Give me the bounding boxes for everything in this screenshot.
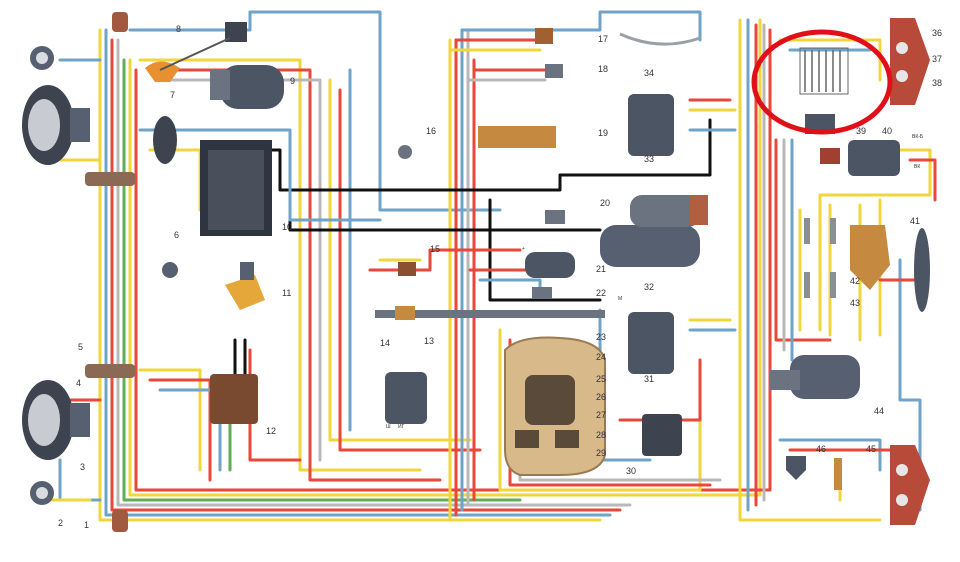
- headlamp-left-lower: [22, 380, 90, 460]
- relay-12: [210, 374, 258, 424]
- label-33: 33: [644, 154, 654, 164]
- label-32: 32: [644, 282, 654, 292]
- label-2: 2: [58, 518, 63, 528]
- label-43: 43: [850, 298, 860, 308]
- label-20: 20: [600, 198, 610, 208]
- label-6: 6: [174, 230, 179, 240]
- generator-9: [210, 65, 284, 109]
- sensor-46: [786, 456, 806, 480]
- label-12: 12: [266, 426, 276, 436]
- label-42: 42: [850, 276, 860, 286]
- relay-15: [398, 262, 416, 276]
- horn-top: [112, 12, 128, 32]
- terminal-plus: +: [522, 246, 525, 252]
- dipped-relay-6: [162, 262, 178, 278]
- terminal-sh: Ш: [386, 424, 391, 430]
- label-4: 4: [76, 378, 81, 388]
- horn-bottom: [112, 510, 128, 532]
- regulator-13: [385, 372, 427, 424]
- fuse-strip-35: [799, 47, 849, 95]
- sidelight-left-bottom: [30, 481, 54, 505]
- junction-block-left-1: [85, 172, 135, 186]
- junction-block-left-2: [85, 364, 135, 378]
- label-40: 40: [882, 126, 892, 136]
- label-44: 44: [874, 406, 884, 416]
- label-27: 27: [596, 410, 606, 420]
- label-30: 30: [626, 466, 636, 476]
- highlight-circle: [751, 29, 893, 135]
- label-3: 3: [80, 462, 85, 472]
- fuse-box-10: [200, 140, 272, 236]
- label-39: 39: [856, 126, 866, 136]
- label-46: 46: [816, 444, 826, 454]
- ignition-coil-11: [225, 262, 265, 310]
- headlamp-left-upper: [22, 85, 90, 165]
- wiper-34: [619, 32, 701, 46]
- label-41: 41: [910, 216, 920, 226]
- label-9: 9: [290, 76, 295, 86]
- label-19: 19: [598, 128, 608, 138]
- wire-harness: [48, 10, 937, 522]
- tail-lamp-right-lower: [890, 445, 930, 525]
- label-10: 10: [282, 222, 292, 232]
- label-18: 18: [598, 64, 608, 74]
- wiper-motor: [153, 116, 177, 164]
- socket-16: [398, 145, 412, 159]
- label-36: 36: [932, 28, 942, 38]
- washer-bottle-8: [145, 22, 247, 82]
- terminal-vk: ВК: [914, 164, 920, 170]
- label-21: 21: [596, 264, 606, 274]
- label-17: 17: [598, 34, 608, 44]
- distributor-42: [850, 225, 890, 290]
- label-7: 7: [170, 90, 175, 100]
- terminal-labels: ВК-Б ВК ИГ М Ш +: [386, 134, 924, 430]
- terminal-m: М: [618, 296, 622, 302]
- number-labels: 1 2 3 4 5 6 7 8 9 10 11 12 13 14 15 16 1…: [58, 24, 942, 530]
- label-11: 11: [282, 288, 291, 298]
- label-23: 23: [596, 332, 606, 342]
- sensor-45: [834, 458, 842, 490]
- switch-21: [525, 252, 575, 278]
- label-25: 25: [596, 374, 606, 384]
- label-13: 13: [424, 336, 434, 346]
- label-31: 31: [644, 374, 654, 384]
- relay-31: [628, 312, 674, 374]
- relay-33: [628, 94, 674, 156]
- label-26: 26: [596, 392, 606, 402]
- label-34: 34: [644, 68, 654, 78]
- sender-20: [545, 210, 565, 224]
- key-22: [532, 287, 552, 299]
- terminal-vk-b: ВК-Б: [912, 134, 924, 140]
- connector-17: [535, 28, 553, 44]
- starter-32: [600, 195, 708, 267]
- relay-30: [642, 414, 682, 456]
- label-16: 16: [426, 126, 436, 136]
- label-24: 24: [596, 352, 606, 362]
- label-45: 45: [866, 444, 876, 454]
- sidelight-left-top: [30, 46, 54, 70]
- label-38: 38: [932, 78, 942, 88]
- switch-14: [375, 306, 605, 320]
- coil-40: [820, 140, 900, 176]
- label-14: 14: [380, 338, 390, 348]
- label-15: 15: [430, 244, 440, 254]
- label-29: 29: [596, 448, 606, 458]
- label-37: 37: [932, 54, 942, 64]
- label-5: 5: [78, 342, 83, 352]
- instrument-panel: [504, 336, 606, 476]
- spark-plugs-43: [804, 218, 836, 298]
- relay-39: [805, 114, 835, 134]
- label-28: 28: [596, 430, 606, 440]
- motor-44: [770, 355, 860, 399]
- terminal-ig: ИГ: [398, 424, 405, 430]
- fan-41: [914, 228, 930, 312]
- tail-lamp-right-upper: [890, 18, 930, 105]
- label-1: 1: [84, 520, 89, 530]
- sender-18: [545, 64, 563, 78]
- switch-19: [478, 126, 556, 148]
- label-22: 22: [596, 288, 606, 298]
- label-8: 8: [176, 24, 181, 34]
